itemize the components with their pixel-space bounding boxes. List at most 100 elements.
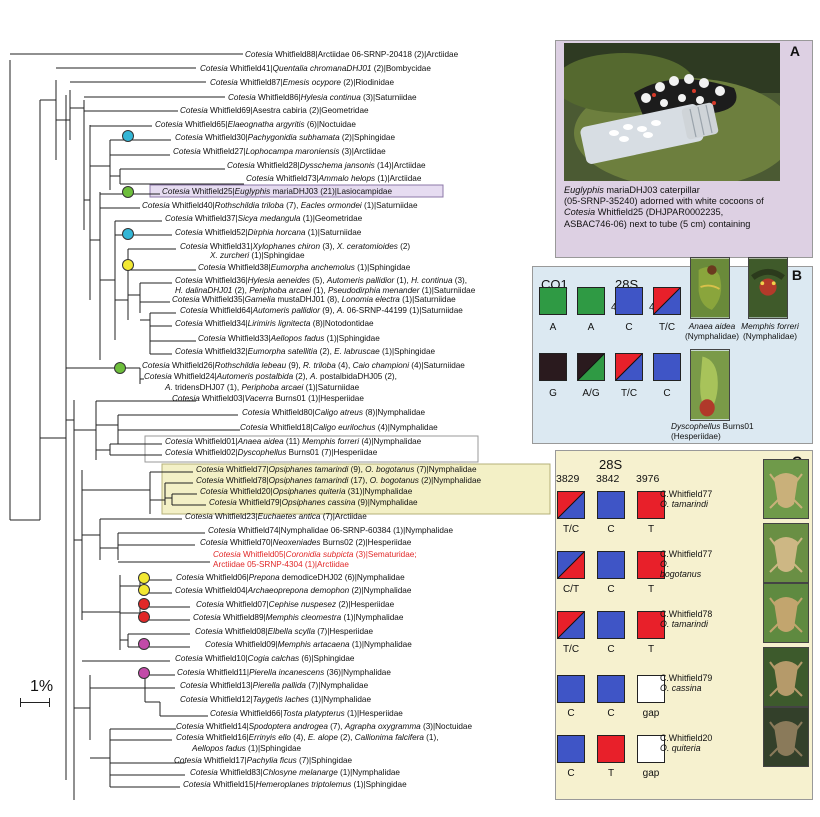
base-square — [597, 551, 625, 579]
cocoon-photo — [763, 583, 809, 643]
base-square — [539, 287, 567, 315]
tree-leaf-label: Cotesia Whitfield05|Coronidia subpicta (… — [213, 550, 417, 559]
tree-leaf-label: Aellopos fadus (1)|Sphingidae — [191, 744, 302, 753]
base-label: T — [647, 644, 655, 655]
node-markers — [114, 130, 150, 679]
panel-b: B CO1 28S 3931 4037 4127 AACT/CGA/GT/CC … — [532, 257, 813, 444]
tree-leaf-label: Cotesia Whitfield38|Eumorpha anchemolus … — [198, 263, 411, 272]
scale-bar-line — [20, 702, 50, 703]
node-marker — [138, 598, 150, 610]
tree-leaf-label: Cotesia Whitfield31|Xylophanes chiron (3… — [180, 242, 410, 251]
base-label: A — [549, 322, 557, 333]
tree-leaf-label: Cotesia Whitfield66|Tosta platypterus (1… — [210, 709, 403, 718]
tree-leaf-label: Cotesia Whitfield77|Opsiphanes tamarindi… — [196, 465, 477, 474]
base-square — [539, 353, 567, 381]
base-square — [615, 353, 643, 381]
tree-leaf-label: Cotesia Whitfield69|Asestra cabiria (2)|… — [180, 106, 369, 115]
cocoon-photo — [763, 459, 809, 519]
base-label: gap — [642, 768, 660, 779]
anaea-aidea-caption: Anaea aidea(Nymphalidae) — [685, 321, 739, 341]
tree-leaf-label: Cotesia Whitfield37|Sicya medangula (1)|… — [165, 214, 363, 223]
tree-leaf-label: Cotesia Whitfield73|Ammalo helops (1)|Ar… — [246, 174, 422, 183]
tree-leaf-label: Cotesia Whitfield17|Pachylia ficus (7)|S… — [174, 756, 353, 765]
tree-leaf-label: Cotesia Whitfield18|Caligo eurilochus (4… — [240, 423, 438, 432]
highlight-box-opsiphanes — [161, 463, 551, 515]
tree-leaf-label: Cotesia Whitfield02|Dyscophellus Burns01… — [165, 448, 378, 457]
base-label: gap — [642, 708, 660, 719]
tree-leaf-label: Cotesia Whitfield41|Quentalia chromanaDH… — [200, 64, 431, 73]
tree-leaf-label: H. dalinaDHJ01 (2), Periphoba arcaei (1)… — [175, 286, 476, 295]
tree-leaf-label: Cotesia Whitfield30|Pachygonidia subhama… — [175, 133, 395, 142]
base-label: T — [647, 584, 655, 595]
base-square — [637, 611, 665, 639]
dyscophellus-caption: Dyscophellus Burns01(Hesperiidae) — [671, 421, 754, 441]
cocoon-photo — [763, 647, 809, 707]
tree-leaf-label: Arctiidae 05-SRNP-4304 (1)|Arctiidae — [213, 560, 349, 569]
panel-b-label: B — [791, 267, 802, 283]
node-marker — [138, 611, 150, 623]
highlight-box-whitfield25 — [149, 184, 444, 198]
tree-leaf-label: Cotesia Whitfield64|Automeris pallidior … — [180, 306, 463, 315]
base-square — [637, 491, 665, 519]
tree-leaf-label: Cotesia Whitfield08|Elbella scylla (7)|H… — [195, 627, 374, 636]
base-label: T/C — [620, 388, 638, 399]
base-label: C — [567, 708, 575, 719]
tree-leaf-label: Cotesia Whitfield32|Eumorpha satellitia … — [175, 347, 435, 356]
tree-leaf-label: Cotesia Whitfield03|Vacerra Burns01 (1)|… — [172, 394, 364, 403]
tree-leaf-label: Cotesia Whitfield88|Arctiidae 06-SRNP-20… — [245, 50, 459, 59]
caption-line: (05-SRNP-35240) adorned with white cocoo… — [564, 196, 764, 207]
base-label: T/C — [562, 644, 580, 655]
position-label: 3829 — [556, 473, 580, 485]
caption-line: Euglyphis mariaDHJ03 caterpillar — [564, 185, 700, 195]
tree-leaf-label: Cotesia Whitfield34|Lirimiris lignitecta… — [175, 319, 374, 328]
base-label: C/T — [562, 584, 580, 595]
base-label: C — [607, 708, 615, 719]
base-square — [557, 611, 585, 639]
memphis-forreri-caption: Memphis forreri(Nymphalidae) — [741, 321, 799, 341]
tree-leaf-label: Cotesia Whitfield11|Pierella incanescens… — [177, 668, 391, 677]
panel-a: A Euglyphis mariaDHJ03 caterpillar(05-SR… — [555, 40, 813, 258]
tree-leaf-label: Cotesia Whitfield79|Opsiphanes cassina (… — [209, 498, 418, 507]
tree-leaf-label: Cotesia Whitfield13|Pierella pallida (7)… — [180, 681, 369, 690]
base-square — [637, 551, 665, 579]
base-square — [653, 287, 681, 315]
tree-leaf-label: Cotesia Whitfield89|Memphis cleomestra (… — [193, 613, 404, 622]
tree-leaf-label: Cotesia Whitfield09|Memphis artacaena (1… — [205, 640, 412, 649]
position-label: 3976 — [636, 473, 660, 485]
base-label: G — [549, 388, 557, 399]
base-square — [597, 611, 625, 639]
node-marker — [138, 584, 150, 596]
tree-leaf-label: Cotesia Whitfield28|Dysschema jansonis (… — [227, 161, 426, 170]
node-marker — [138, 667, 150, 679]
panel-a-label: A — [789, 43, 800, 59]
base-label: C — [567, 768, 575, 779]
node-marker — [138, 638, 150, 650]
base-label: C — [607, 644, 615, 655]
base-square — [653, 353, 681, 381]
base-square — [637, 735, 665, 763]
panel-a-caption: Euglyphis mariaDHJ03 caterpillar(05-SRNP… — [564, 185, 812, 230]
base-square — [597, 735, 625, 763]
node-marker — [138, 572, 150, 584]
caption-line: ASBAC746-06) next to tube (5 cm) contain… — [564, 218, 751, 229]
tree-leaf-label: Cotesia Whitfield74|Nymphalidae 06-SRNP-… — [208, 526, 453, 535]
tree-leaf-label: Cotesia Whitfield65|Elaeognatha argyriti… — [155, 120, 356, 129]
node-marker — [122, 186, 134, 198]
base-label: C — [625, 322, 633, 333]
node-marker — [122, 259, 134, 271]
base-label: T/C — [562, 524, 580, 535]
phylogenetic-tree: Cotesia Whitfield88|Arctiidae 06-SRNP-20… — [9, 50, 551, 800]
caterpillar-photo-1 — [690, 257, 730, 319]
tree-leaf-label: Cotesia Whitfield52|Dirphia horcana (1)|… — [175, 228, 362, 237]
tree-leaf-label: Cotesia Whitfield35|Gamelia mustaDHJ01 (… — [172, 295, 456, 304]
base-label: A/G — [582, 388, 600, 399]
tree-leaf-label: Cotesia Whitfield06|Prepona demodiceDHJ0… — [176, 573, 405, 582]
caterpillar-photo-2 — [748, 257, 788, 319]
base-label: C — [663, 388, 671, 399]
base-label: C — [607, 584, 615, 595]
tree-leaf-label: Cotesia Whitfield78|Opsiphanes tamarindi… — [196, 476, 482, 485]
